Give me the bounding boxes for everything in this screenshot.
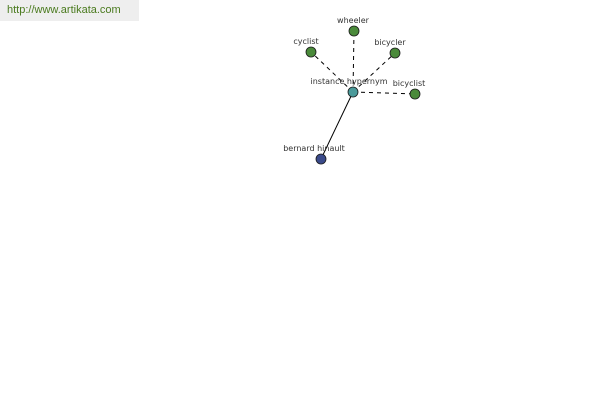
node-cyclist[interactable] [305,46,317,58]
label-bicyclist[interactable]: bicyclist [393,79,426,88]
node-bicyclist[interactable] [409,88,421,100]
edge-center-bernard [320,91,354,160]
label-wheeler[interactable]: wheeler [337,16,370,25]
node-center[interactable] [347,86,359,98]
edge-center-cyclist [310,51,354,93]
label-center[interactable]: instance hypernym [311,77,388,86]
edge-center-bicycler [352,52,396,93]
edge-center-bicyclist [352,91,416,95]
label-bernard[interactable]: bernard hinault [283,144,345,153]
label-bicycler[interactable]: bicycler [374,38,406,47]
watermark-link[interactable]: http://www.artikata.com [0,0,139,21]
edge-center-wheeler [352,30,355,93]
graph-nodes [305,25,421,165]
label-cyclist[interactable]: cyclist [293,37,318,46]
node-bicycler[interactable] [389,47,401,59]
graph-labels: instance hypernym wheeler cyclist bicycler b… [283,16,425,153]
node-bernard[interactable] [315,153,327,165]
node-wheeler[interactable] [348,25,360,37]
graph-edges [310,30,416,160]
